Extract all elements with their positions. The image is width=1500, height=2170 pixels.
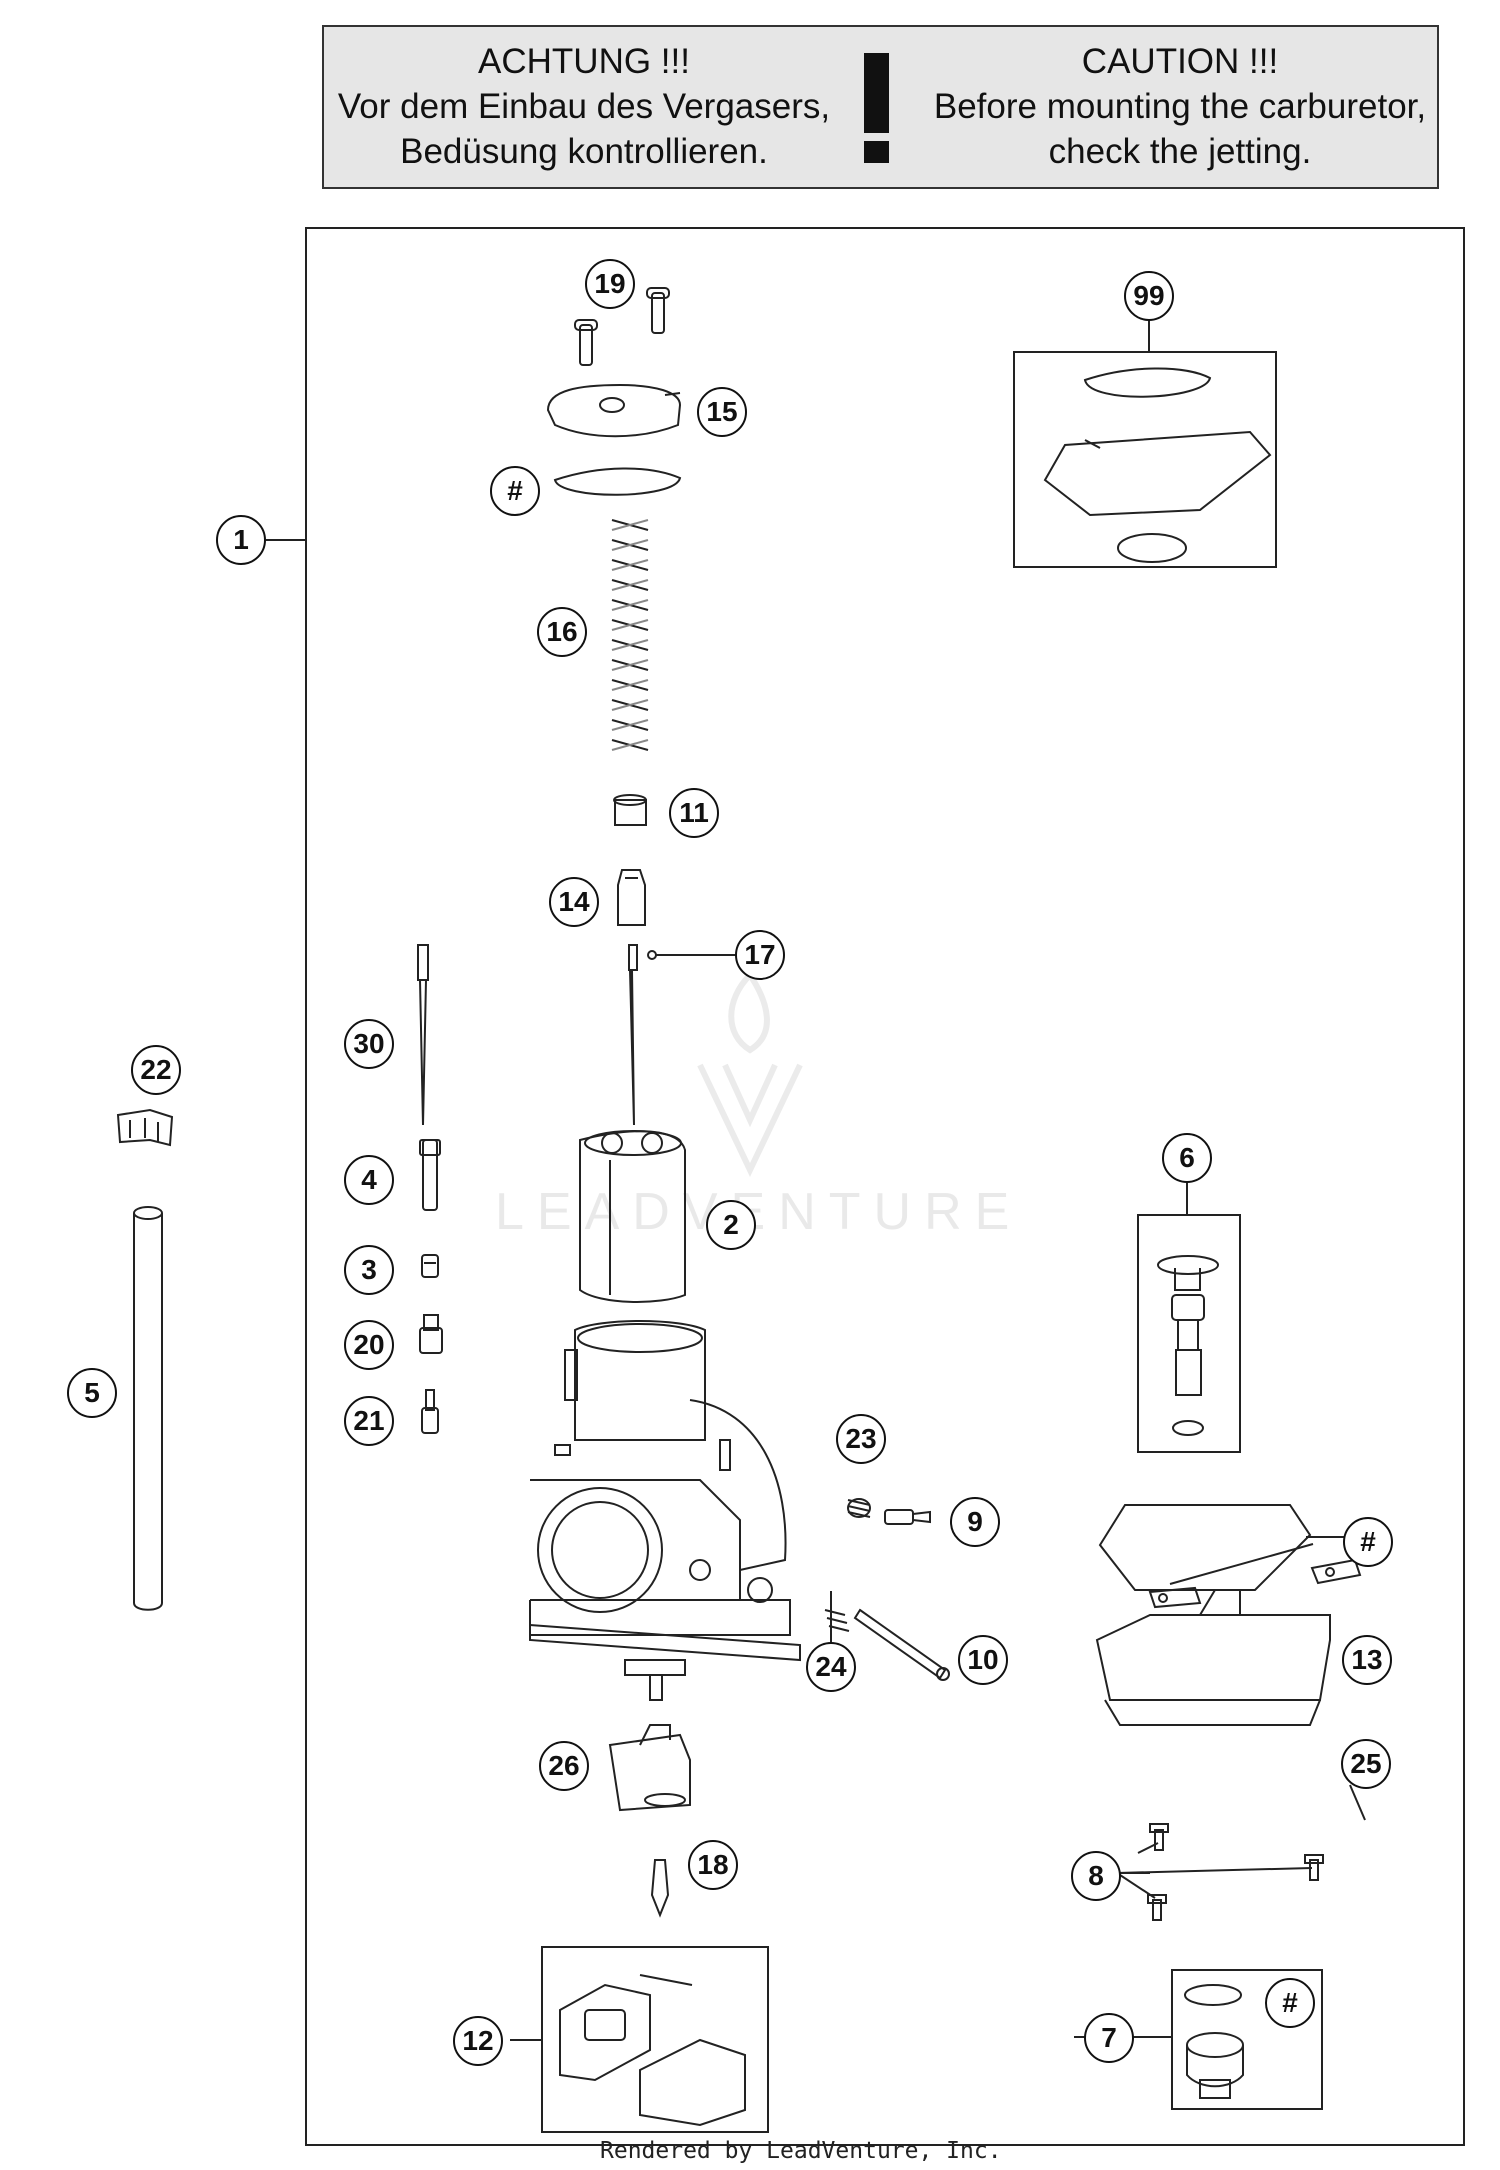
- callout-25: 25: [1341, 1739, 1391, 1789]
- part-25-plates: [1148, 1558, 1362, 1609]
- part-18-float-needle: [650, 1859, 670, 1918]
- english-warning-line-3: check the jetting.: [1048, 132, 1312, 171]
- english-warning-line-1: CAUTION !!!: [1081, 42, 1279, 81]
- part-26-valve-seat: [608, 1724, 691, 1812]
- part-14-needle-holder: [617, 869, 646, 926]
- german-warning-line-1: ACHTUNG !!!: [478, 42, 690, 81]
- part-3-main-jet: [421, 1254, 439, 1278]
- part-10-shaft: [853, 1608, 950, 1681]
- german-warning-line-2: Vor dem Einbau des Vergasers,: [337, 87, 831, 126]
- callout-hash-top-gasket: #: [490, 466, 540, 516]
- english-warning: CAUTION !!! Before mounting the carburet…: [920, 39, 1440, 174]
- callout-30: 30: [344, 1019, 394, 1069]
- part-23-spring: [847, 1498, 871, 1518]
- part-22-clip: [116, 1108, 174, 1147]
- gasket-kit-box: [1013, 351, 1277, 568]
- watermark-logo: [697, 970, 803, 1177]
- german-warning-line-3: Bedüsung kontrollieren.: [400, 132, 768, 171]
- callout-11: 11: [669, 788, 719, 838]
- callout-16: 16: [537, 607, 587, 657]
- part-12-float: [559, 1974, 746, 2127]
- part-6-choke-plunger: [1157, 1255, 1219, 1436]
- english-warning-line-2: Before mounting the carburetor,: [933, 87, 1427, 126]
- part-99-gasket-set: [1043, 367, 1272, 563]
- part-16-spring: [611, 519, 649, 751]
- callout-15: 15: [697, 387, 747, 437]
- callout-3: 3: [344, 1245, 394, 1295]
- callout-99: 99: [1124, 271, 1174, 321]
- callout-7: 7: [1084, 2013, 1134, 2063]
- exclamation-dot-icon: [864, 141, 889, 163]
- callout-20: 20: [344, 1320, 394, 1370]
- callout-18: 18: [688, 1840, 738, 1890]
- callout-2: 2: [706, 1200, 756, 1250]
- part-4-needle-jet: [419, 1139, 441, 1211]
- leader-lines: [266, 319, 1370, 2041]
- part-21-jet-screw: [421, 1389, 439, 1434]
- part-2-throttle-slide: [579, 1130, 686, 1303]
- callout-hash-bowl-gasket: #: [1343, 1517, 1393, 1567]
- float-bowl-gasket: [1098, 1504, 1312, 1591]
- choke-kit-box: [1137, 1214, 1241, 1453]
- part-20-pilot-jet: [419, 1314, 443, 1354]
- callout-24: 24: [806, 1642, 856, 1692]
- callout-17: 17: [735, 930, 785, 980]
- callout-9: 9: [950, 1497, 1000, 1547]
- footer-credit: Rendered by LeadVenture, Inc.: [600, 2138, 1002, 2164]
- part-7-drain-plug: [1184, 1984, 1244, 2099]
- part-17-jet-needle: [628, 944, 657, 1126]
- callout-1: 1: [216, 515, 266, 565]
- callout-5: 5: [67, 1368, 117, 1418]
- caution-banner: ACHTUNG !!! Vor dem Einbau des Vergasers…: [322, 25, 1439, 189]
- part-19-screws: [574, 287, 670, 366]
- callout-14: 14: [549, 877, 599, 927]
- part-9-adjust-screw: [884, 1509, 931, 1525]
- exclamation-icon: [864, 53, 889, 133]
- part-5-hose: [133, 1206, 163, 1611]
- part-11-retainer: [613, 794, 647, 826]
- top-gasket: [553, 467, 682, 496]
- callout-10: 10: [958, 1635, 1008, 1685]
- diagram-frame: [305, 227, 1465, 2146]
- callout-hash-drain-gasket: #: [1265, 1978, 1315, 2028]
- drain-plug-kit-box: [1171, 1969, 1323, 2110]
- callout-6: 6: [1162, 1133, 1212, 1183]
- part-13-float-bowl: [1095, 1589, 1331, 1726]
- callout-22: 22: [131, 1045, 181, 1095]
- callout-8: 8: [1071, 1851, 1121, 1901]
- callout-23: 23: [836, 1414, 886, 1464]
- part-8-screws: [1147, 1823, 1324, 1921]
- german-warning: ACHTUNG !!! Vor dem Einbau des Vergasers…: [324, 39, 844, 174]
- part-30-needle: [417, 944, 429, 1126]
- callout-13: 13: [1342, 1635, 1392, 1685]
- carburetor-body: [529, 1320, 801, 1701]
- callout-12: 12: [453, 2016, 503, 2066]
- part-15-top-cover: [546, 383, 682, 438]
- callout-19: 19: [585, 259, 635, 309]
- part-24-spring: [824, 1609, 850, 1632]
- float-kit-box: [541, 1946, 769, 2133]
- callout-21: 21: [344, 1396, 394, 1446]
- callout-4: 4: [344, 1155, 394, 1205]
- callout-26: 26: [539, 1741, 589, 1791]
